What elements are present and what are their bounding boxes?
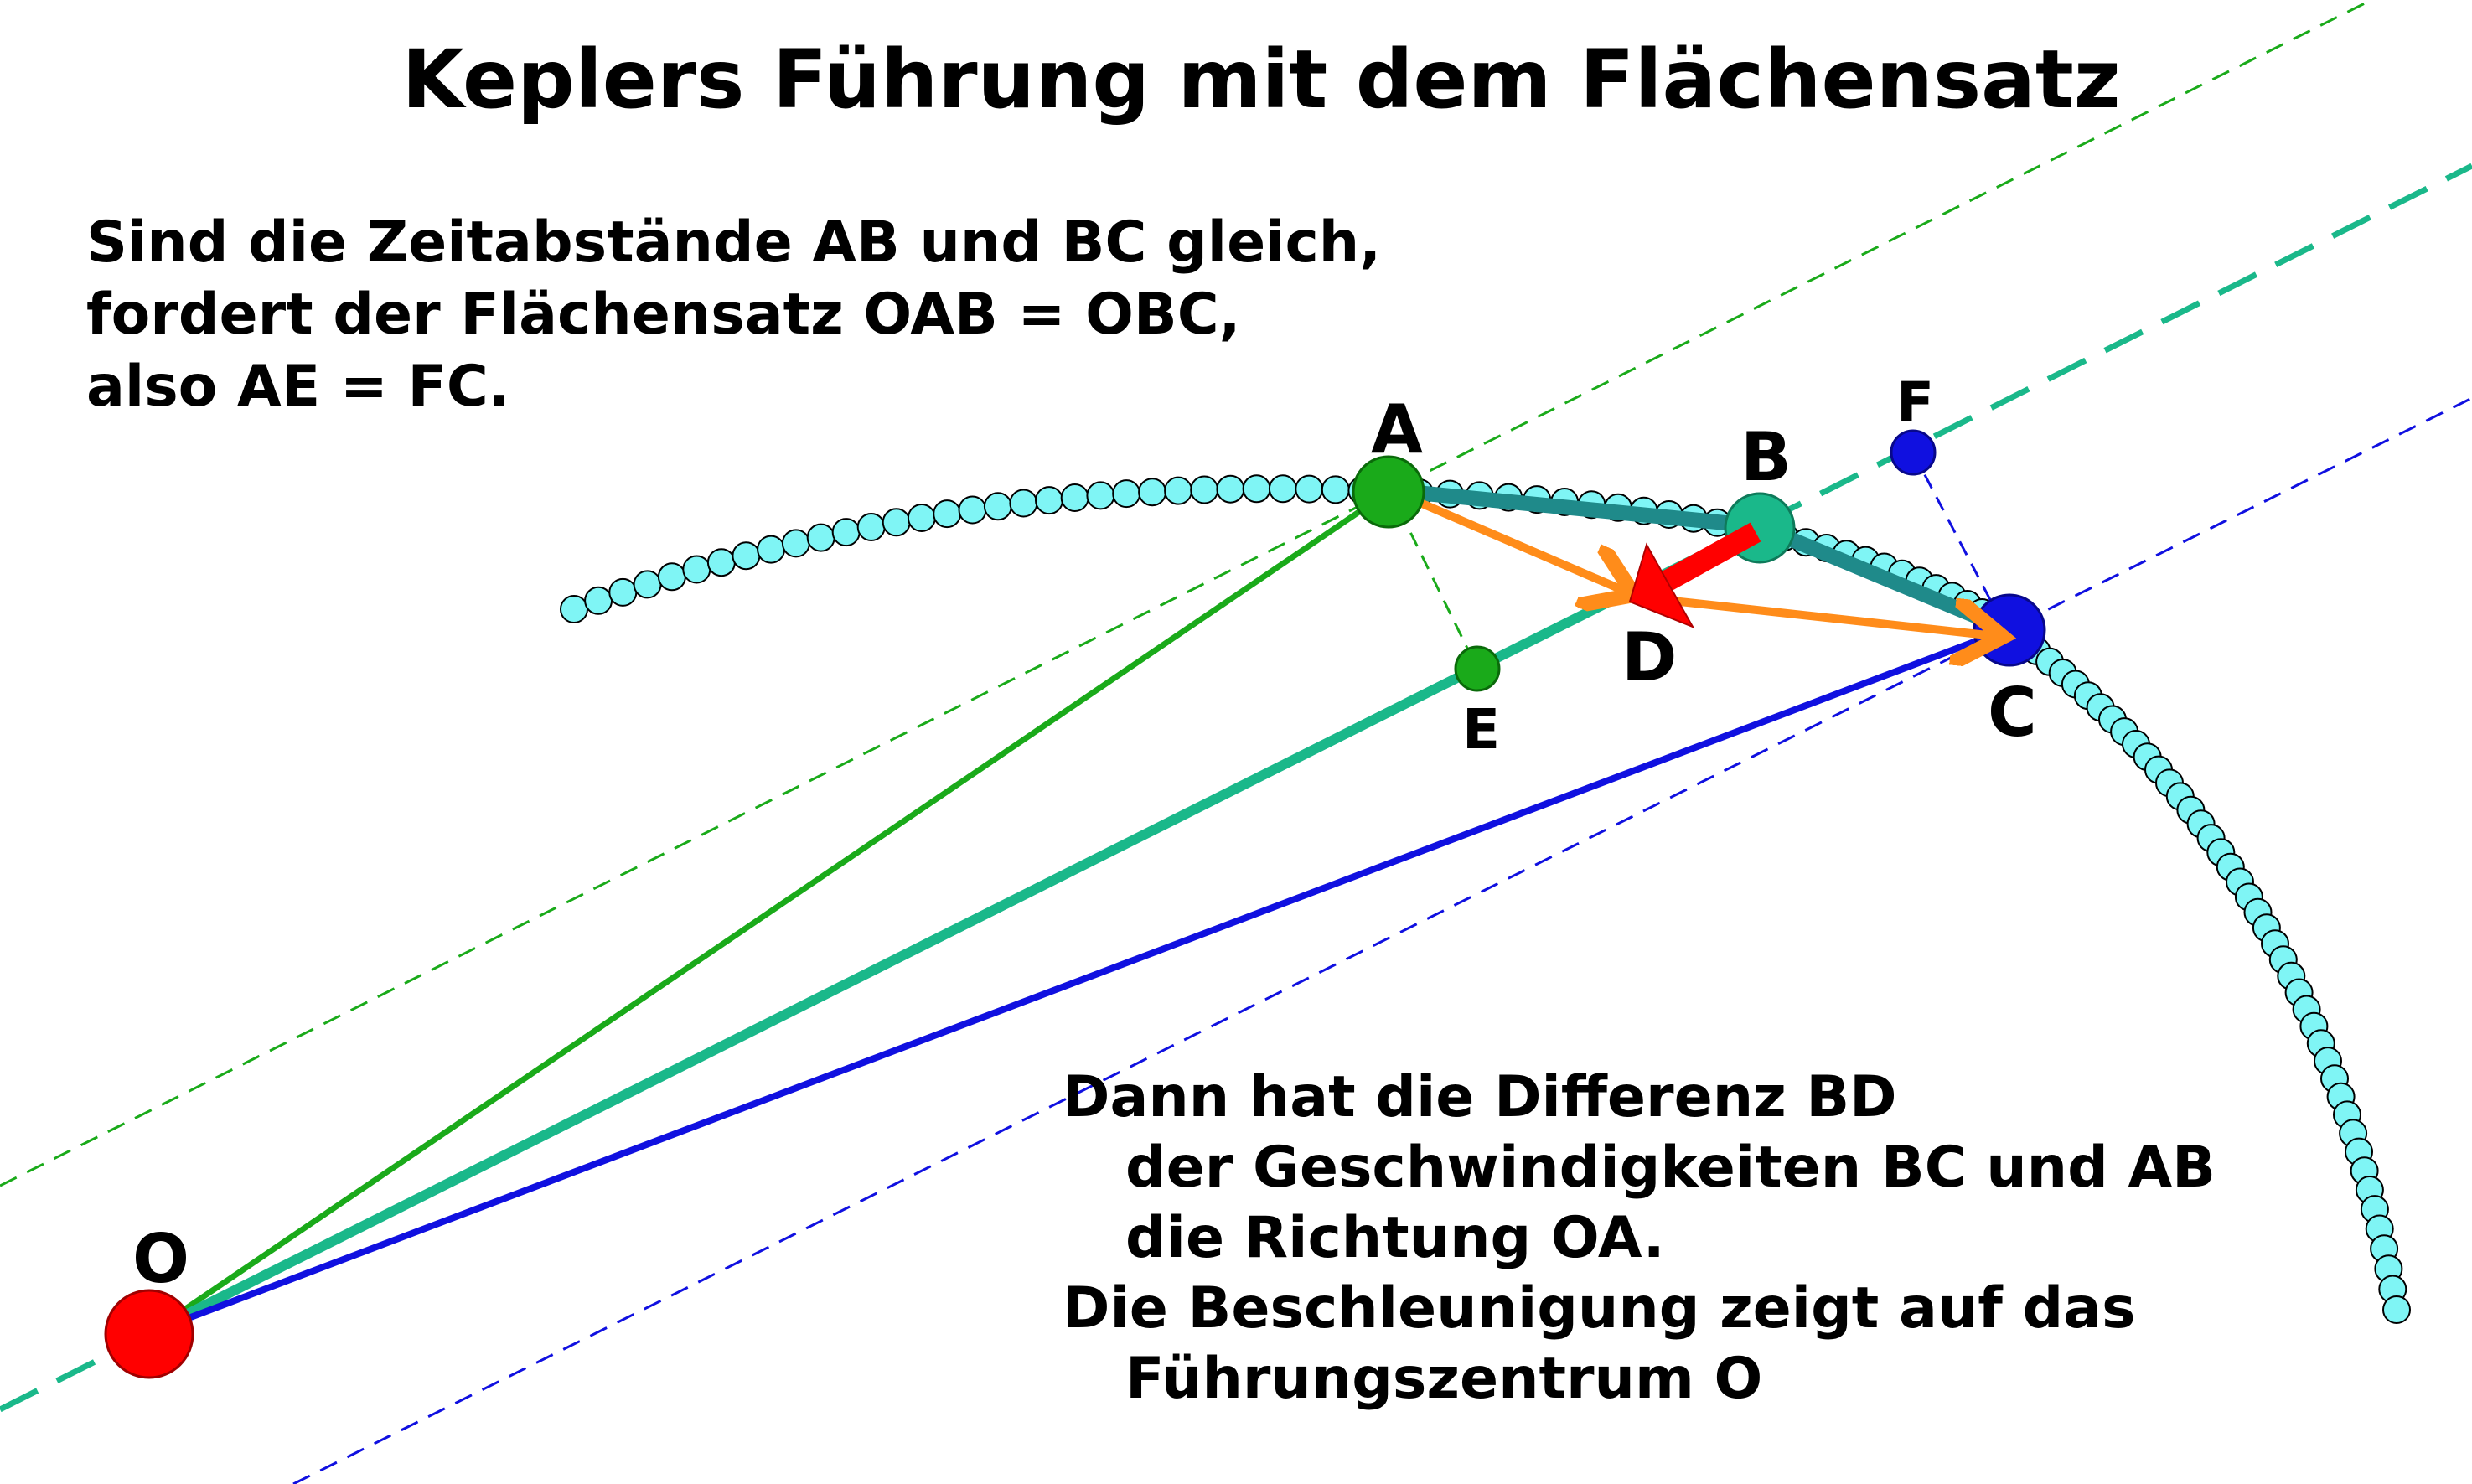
- orbit-dot: [657, 562, 686, 592]
- orbit-dot: [584, 586, 613, 615]
- conclusion-line-4: Die Beschleunigung zeigt auf das: [1063, 1275, 2136, 1342]
- parallel-line-through-A: [0, 0, 2372, 1187]
- point-A: [1352, 455, 1425, 529]
- orbit-dot: [1216, 474, 1245, 504]
- orbit-dot: [806, 523, 835, 552]
- orbit-dot: [608, 577, 638, 607]
- conclusion-line-2: der Geschwindigkeiten BC und AB: [1125, 1135, 2216, 1201]
- velocity-AB-shifted: [1389, 486, 1634, 595]
- orbit-dot: [682, 555, 711, 584]
- orbit-dot: [1268, 474, 1297, 504]
- parallel-line-through-C: [292, 396, 2472, 1484]
- conclusion-line-1: Dann hat die Differenz BD: [1063, 1064, 1897, 1130]
- label-F: F: [1896, 370, 1934, 435]
- orbit-dot: [1009, 489, 1038, 518]
- intro-line-2: fordert der Flächensatz OAB = OBC,: [86, 282, 1241, 348]
- conclusion-line-3: die Richtung OA.: [1125, 1205, 1665, 1271]
- radius-OC: [149, 625, 2011, 1336]
- orbit-dot: [856, 513, 886, 541]
- label-C: C: [1988, 674, 2037, 752]
- orbit-dot: [933, 499, 962, 529]
- orbit-dot: [560, 595, 588, 623]
- orbit-dot: [1295, 474, 1324, 504]
- label-O: O: [132, 1220, 189, 1298]
- difference-arrow-BD: [1628, 522, 1761, 628]
- orbit-dot: [1164, 476, 1193, 505]
- orbit-dot: [2382, 1295, 2411, 1324]
- orbit-dot: [1138, 478, 1167, 507]
- orbit-dot: [958, 495, 987, 525]
- point-E: [1454, 645, 1501, 692]
- orbit-dot: [983, 492, 1012, 521]
- label-A: A: [1371, 390, 1423, 468]
- orbit-dot: [732, 541, 761, 571]
- chord-AB: [1390, 483, 1761, 534]
- label-D: D: [1621, 618, 1677, 696]
- center-O: [104, 1289, 194, 1379]
- orbit-dot: [1321, 475, 1350, 504]
- orbit-dot: [1190, 475, 1219, 504]
- orbit-dot: [1060, 483, 1089, 512]
- orbit-dot: [1242, 474, 1271, 504]
- orbit-dot: [882, 508, 911, 537]
- orbit-dot: [757, 535, 786, 564]
- diagram-title: Keplers Führung mit dem Flächensatz: [401, 33, 2120, 127]
- label-E: E: [1462, 697, 1500, 762]
- conclusion-line-5: Führungszentrum O: [1125, 1346, 1762, 1412]
- orbit-dot: [831, 518, 861, 547]
- orbit-dot: [907, 504, 936, 532]
- orbit-dot: [706, 548, 736, 577]
- point-C: [1973, 593, 2046, 667]
- velocity-BC-shifted: [1633, 592, 2003, 637]
- radius-OA: [149, 489, 1390, 1335]
- orbit-dot: [1035, 486, 1063, 515]
- label-B: B: [1740, 418, 1792, 496]
- intro-line-1: Sind die Zeitabstände AB und BC gleich,: [86, 209, 1381, 276]
- point-F: [1890, 429, 1937, 476]
- orbit-dot: [1112, 479, 1141, 509]
- intro-line-3: also AE = FC.: [86, 354, 510, 420]
- orbit-dot: [1086, 481, 1115, 510]
- orbit-dot: [633, 570, 662, 599]
- orbit-dot: [781, 529, 810, 558]
